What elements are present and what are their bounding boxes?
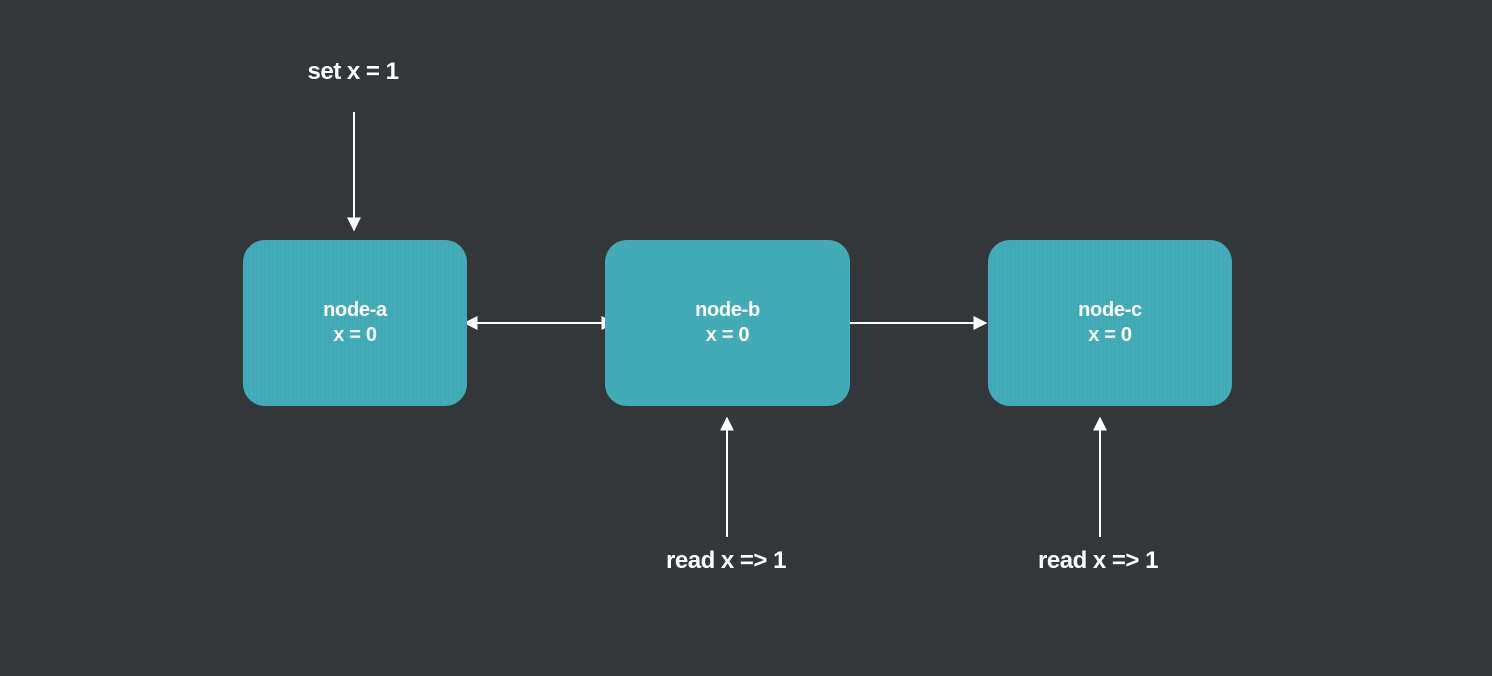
node-b-value: x = 0 xyxy=(705,324,750,346)
node-c-value: x = 0 xyxy=(1088,324,1132,346)
node-a-name: node-a xyxy=(323,299,387,321)
node-b: node-b x = 0 xyxy=(605,240,850,406)
read-operation-label-node-c: read x => 1 xyxy=(1038,547,1158,574)
node-c-name: node-c xyxy=(1078,299,1142,321)
node-c: node-c x = 0 xyxy=(988,240,1232,406)
read-operation-label-node-b: read x => 1 xyxy=(666,547,786,574)
write-operation-label: set x = 1 xyxy=(307,58,399,85)
node-a: node-a x = 0 xyxy=(243,240,467,406)
node-a-value: x = 0 xyxy=(333,324,377,346)
node-b-name: node-b xyxy=(695,299,760,321)
